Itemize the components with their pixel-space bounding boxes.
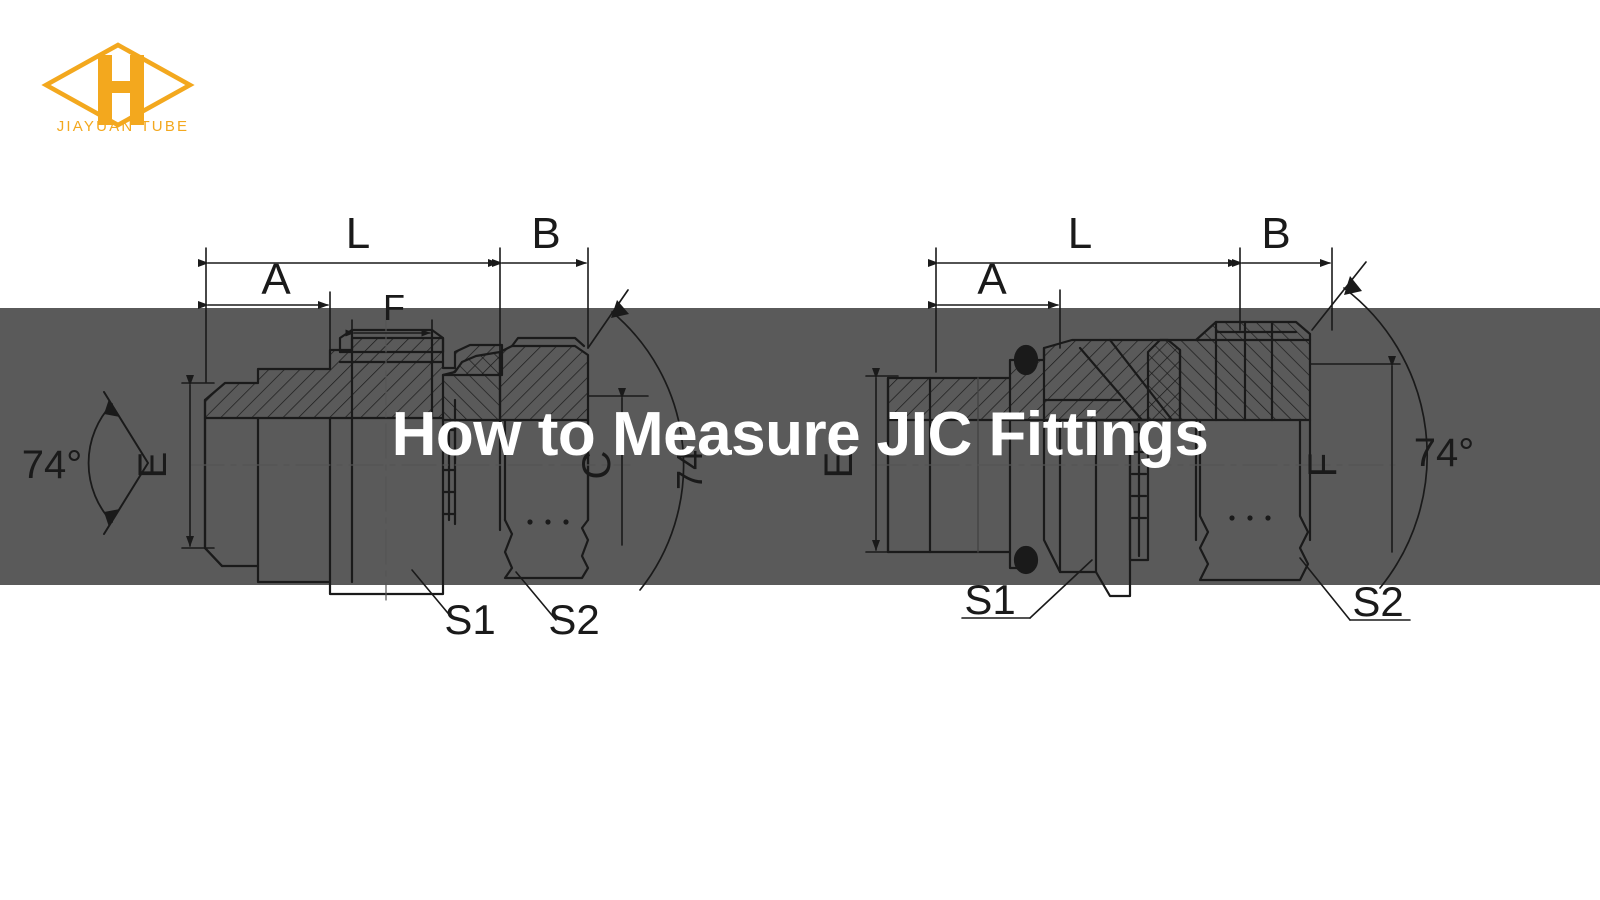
dim-label-C-left: C [575, 451, 619, 480]
dim-label-E-right: E [817, 452, 861, 479]
logo-mark [41, 42, 195, 128]
dim-label-L-right: L [1068, 209, 1092, 258]
dim-C-left [587, 388, 649, 546]
left-fitting-geometry [87, 247, 685, 621]
dim-B-left [492, 247, 589, 349]
angle-label-74-left-right: 74 [669, 450, 710, 490]
dim-B-right [1232, 247, 1333, 331]
dim-label-B-right: B [1261, 209, 1290, 258]
callout-S1-left: S1 [444, 596, 495, 643]
callout-S2-left: S2 [548, 596, 599, 643]
logo-wordmark: JIAYUAN TUBE [56, 118, 190, 135]
dim-A-left [198, 291, 331, 353]
gray-overlay-band [0, 308, 1600, 585]
dim-E-left [181, 375, 215, 549]
overlay-title: How to Measure JIC Fittings [391, 400, 1209, 469]
dim-label-F-right: F [1301, 453, 1345, 477]
dim-A-right [928, 289, 1061, 349]
callout-S2-right: S2 [1352, 578, 1403, 625]
dim-label-A-left: A [261, 255, 291, 304]
dim-E-right [865, 368, 899, 553]
dim-label-L-left: L [346, 209, 370, 258]
right-fitting-geometry [865, 247, 1429, 621]
angle-label-74-right: 74° [1414, 431, 1475, 475]
left-angle-arc-right [587, 289, 685, 591]
right-callout-leaders [961, 557, 1411, 621]
callout-S1-right: S1 [964, 576, 1015, 623]
brand-logo [38, 33, 198, 148]
dim-label-A-right: A [977, 255, 1007, 304]
left-angle-cone-symbol [87, 391, 149, 535]
dim-F-right [1309, 356, 1401, 553]
angle-label-74-left: 74° [22, 443, 83, 487]
dim-label-F-left: F [383, 287, 405, 328]
dim-F-left [345, 319, 433, 341]
dim-label-B-left: B [531, 209, 560, 258]
right-angle-arc [1311, 261, 1429, 589]
left-callout-leaders [411, 569, 557, 621]
dim-label-E-left: E [131, 452, 175, 479]
